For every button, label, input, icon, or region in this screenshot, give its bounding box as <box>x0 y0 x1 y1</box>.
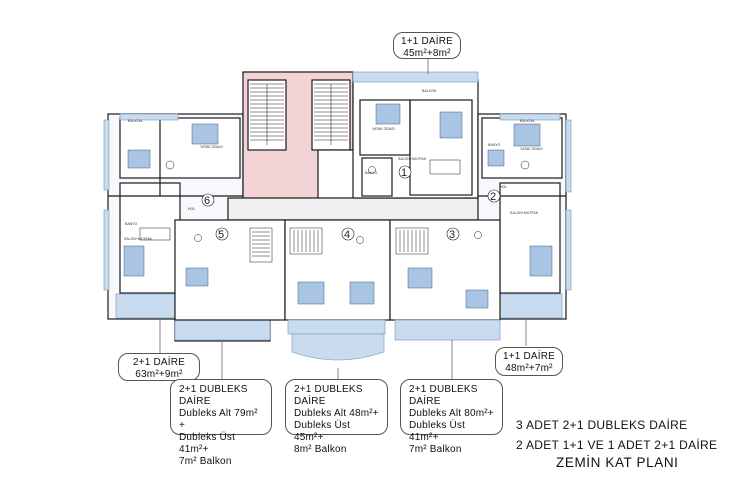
callout-title: 2+1 DUBLEKS DAİRE <box>294 384 363 407</box>
room-label-hol-left: HOL <box>188 207 195 211</box>
unit-number-4: 4 <box>344 229 350 241</box>
summary-line-1: 3 ADET 2+1 DUBLEKS DAİRE <box>516 418 688 432</box>
callout-title: 1+1 DAİRE <box>400 36 454 47</box>
unit-number-3: 3 <box>449 229 455 241</box>
callout-left-2plus1: 2+1 DAİRE 63m²+9m² <box>118 353 200 381</box>
callout-line: Dubleks Alt 48m²+ <box>294 408 379 419</box>
callout-line: Dubleks Üst 41m²+ <box>409 420 466 443</box>
callout-area: 48m²+7m² <box>505 363 553 374</box>
callout-title: 1+1 DAİRE <box>502 351 556 362</box>
callout-top-1plus1: 1+1 DAİRE 45m²+8m² <box>393 32 461 59</box>
callout-line: 7m² Balkon <box>179 456 232 467</box>
fixtures <box>139 159 530 244</box>
callout-title: 2+1 DUBLEKS DAİRE <box>179 384 248 407</box>
unit-1-shell <box>352 79 479 199</box>
room-label-salon-left: SALON+MUTFAK <box>124 237 153 241</box>
unit-number-1: 1 <box>401 167 407 179</box>
summary-line-2: 2 ADET 1+1 VE 1 ADET 2+1 DAİRE <box>516 438 718 452</box>
callout-title: 2+1 DAİRE <box>132 357 186 368</box>
callout-area: 45m²+8m² <box>403 48 451 59</box>
unit-number-markers <box>201 165 501 241</box>
callout-area: 63m²+9m² <box>135 369 183 380</box>
room-label-yatak-left: YATAK ODASI <box>200 145 223 149</box>
room-label-balkon-right: BALKON <box>520 119 535 123</box>
unit-1-balcony <box>352 71 479 83</box>
room-label-banyo-1: BANYO <box>365 171 378 175</box>
room-label-yatak-right: YATAK ODASI <box>520 147 543 151</box>
furniture <box>123 103 553 309</box>
callout-line: Dubleks Alt 80m²+ <box>409 408 494 419</box>
plan-title: ZEMİN KAT PLANI <box>556 455 679 470</box>
callout-line: 8m² Balkon <box>294 444 347 455</box>
room-label-salon-right: SALON+MUTFAK <box>510 211 539 215</box>
room-label-yatak-1: YATAK ODASI <box>372 127 395 131</box>
room-label-banyo-left: BANYO <box>125 222 138 226</box>
unit-number-2: 2 <box>490 191 496 203</box>
bottom-balconies <box>287 319 501 361</box>
callout-line: 7m² Balkon <box>409 444 462 455</box>
callout-duplex-1: 2+1 DUBLEKS DAİRE Dubleks Alt 79m² + Dub… <box>170 379 272 467</box>
unit-number-5: 5 <box>218 229 224 241</box>
room-label-balkon-top: BALKON <box>422 89 437 93</box>
right-wing <box>477 113 567 320</box>
callout-line: Dubleks Üst 45m²+ <box>294 420 351 443</box>
stair-treads <box>250 83 348 145</box>
room-label-banyo-right: BANYO <box>488 143 501 147</box>
duplex-stairs <box>249 227 429 263</box>
callout-duplex-3: 2+1 DUBLEKS DAİRE Dubleks Alt 80m²+ Dubl… <box>400 379 503 455</box>
room-label-salon-1: SALON+MUTFAK <box>398 157 427 161</box>
room-label-balkon-left: BALKON <box>128 119 143 123</box>
callout-right-1plus1: 1+1 DAİRE 48m²+7m² <box>495 347 563 376</box>
right-windows <box>499 113 572 319</box>
leader-lines <box>159 58 527 380</box>
callout-title: 2+1 DUBLEKS DAİRE <box>409 384 478 407</box>
room-label-hol-right: HOL <box>500 185 507 189</box>
left-windows <box>103 113 271 341</box>
unit-number-6: 6 <box>204 195 210 207</box>
callout-duplex-2: 2+1 DUBLEKS DAİRE Dubleks Alt 48m²+ Dubl… <box>285 379 388 455</box>
callout-line: Dubleks Alt 79m² + <box>179 408 258 431</box>
callout-line: Dubleks Üst 41m²+ <box>179 432 236 455</box>
